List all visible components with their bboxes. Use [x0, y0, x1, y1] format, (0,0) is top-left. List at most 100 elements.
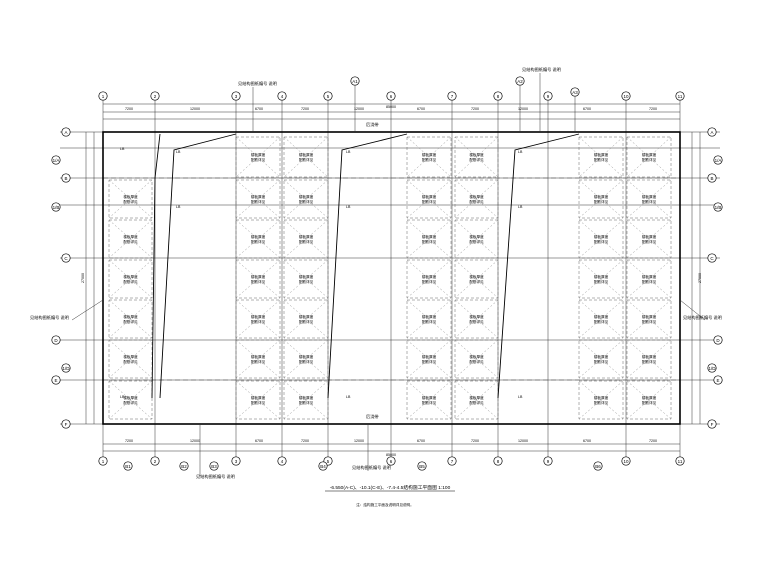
slab-diagonal: [108, 259, 153, 299]
slab-label: 配筋详见: [422, 400, 437, 405]
axis-label: C: [710, 256, 714, 261]
slab-label: 楼板厚度: [251, 395, 266, 400]
slab-label: 配筋详见: [251, 199, 266, 204]
slab-label: 楼板厚度: [123, 234, 138, 239]
slab-label: 楼板厚度: [594, 314, 609, 319]
slab-panel: [578, 299, 624, 339]
slab-diagonal: [454, 219, 499, 259]
span-dimension-top: 7200: [125, 107, 133, 111]
axis-bubble: [386, 456, 396, 466]
slab-diagonal: [283, 219, 329, 259]
slab-diagonal: [626, 299, 672, 339]
slab-label: 配筋详见: [594, 239, 609, 244]
span-dimension-top: 6700: [417, 107, 425, 111]
axis-label: 1/B: [53, 205, 60, 210]
slab-label: 楼板厚度: [299, 152, 314, 157]
span-dimension-bottom: 12000: [354, 439, 364, 443]
slab-label: 楼板厚度: [251, 274, 266, 279]
slab-panel: [626, 179, 672, 219]
slab-panel: [454, 136, 499, 178]
axis-label: 4: [281, 459, 284, 464]
span-dimension-bottom: 6700: [583, 439, 591, 443]
building-outline: [102, 131, 681, 425]
ramp-beam: [497, 133, 580, 399]
span-dimension-bottom: 7200: [471, 439, 479, 443]
slab-label: 配筋详见: [642, 359, 657, 364]
axis-label: A3: [572, 90, 578, 95]
slab-diagonal: [406, 259, 452, 299]
slab-diagonal: [578, 179, 624, 219]
slab-label: 配筋详见: [642, 279, 657, 284]
slab-panel: [283, 339, 329, 379]
slab-label: 配筋详见: [123, 239, 138, 244]
ramp-beam: [159, 133, 237, 399]
axis-label: 1/B: [715, 205, 722, 210]
axis-label: 5: [327, 94, 330, 99]
slab-label: 楼板厚度: [251, 314, 266, 319]
slab-panel: [578, 380, 624, 420]
slab-label: 楼板厚度: [299, 354, 314, 359]
slab-diagonal: [235, 259, 281, 299]
axis-label: 11: [678, 459, 683, 464]
axis-bubble: [417, 461, 427, 471]
slab-panel: [283, 259, 329, 299]
mid-label-top: 后浇带: [366, 121, 379, 128]
slab-panel: [283, 380, 329, 420]
span-dimension-top: 12000: [354, 107, 364, 111]
slab-panel: [626, 259, 672, 299]
axis-bubble: [209, 461, 219, 471]
axis-bubble: [543, 456, 553, 466]
slab-diagonal: [578, 380, 624, 420]
slab-diagonal: [454, 136, 499, 178]
axis-label: 1/A: [53, 158, 60, 163]
axis-bubble: [713, 202, 723, 212]
slab-label: 配筋详见: [422, 157, 437, 162]
slab-label: 楼板厚度: [422, 395, 437, 400]
slab-panel: [454, 259, 499, 299]
axis-label: 6: [390, 459, 393, 464]
slab-label: 楼板厚度: [299, 194, 314, 199]
slab-panel: [626, 380, 672, 420]
slab-label: 配筋详见: [251, 279, 266, 284]
axis-label: E: [716, 378, 719, 383]
axis-label: F: [711, 422, 714, 427]
slab-label: 楼板厚度: [469, 152, 484, 157]
slab-panel: [626, 136, 672, 178]
mid-label-bottom: 后浇带: [366, 413, 379, 420]
axis-label: 3: [235, 459, 238, 464]
axis-bubble: [621, 91, 631, 101]
axis-bubble: [675, 456, 685, 466]
axis-label: A: [64, 130, 67, 135]
slab-label: 配筋详见: [469, 359, 484, 364]
ramp-label: LB: [346, 205, 351, 209]
span-dimension-top: 6700: [255, 107, 263, 111]
slab-label: 楼板厚度: [422, 274, 437, 279]
slab-label: 楼板厚度: [299, 395, 314, 400]
slab-label: 配筋详见: [642, 400, 657, 405]
slab-diagonal: [108, 299, 153, 339]
axis-bubble: [98, 91, 108, 101]
slab-label: 楼板厚度: [594, 274, 609, 279]
axis-label: A: [710, 130, 713, 135]
slab-diagonal: [454, 299, 499, 339]
slab-panel: [454, 299, 499, 339]
slab-diagonal: [235, 299, 281, 339]
slab-diagonal: [578, 259, 624, 299]
slab-label: 配筋详见: [299, 279, 314, 284]
note-bottom-left: 见结构图纸编号 说明: [196, 473, 235, 480]
slab-label: 楼板厚度: [422, 194, 437, 199]
slab-label: 配筋详见: [123, 359, 138, 364]
slab-diagonal: [578, 299, 624, 339]
slab-panel: [235, 219, 281, 259]
slab-label: 楼板厚度: [594, 234, 609, 239]
slab-label: 楼板厚度: [422, 152, 437, 157]
column-grid-lines: [60, 96, 720, 463]
axis-bubble: [150, 91, 160, 101]
slab-diagonal: [283, 380, 329, 420]
axis-bubble: [621, 456, 631, 466]
span-dimension-bottom: 12000: [518, 439, 528, 443]
slab-panel: [108, 299, 153, 339]
axis-bubble: [51, 155, 61, 165]
